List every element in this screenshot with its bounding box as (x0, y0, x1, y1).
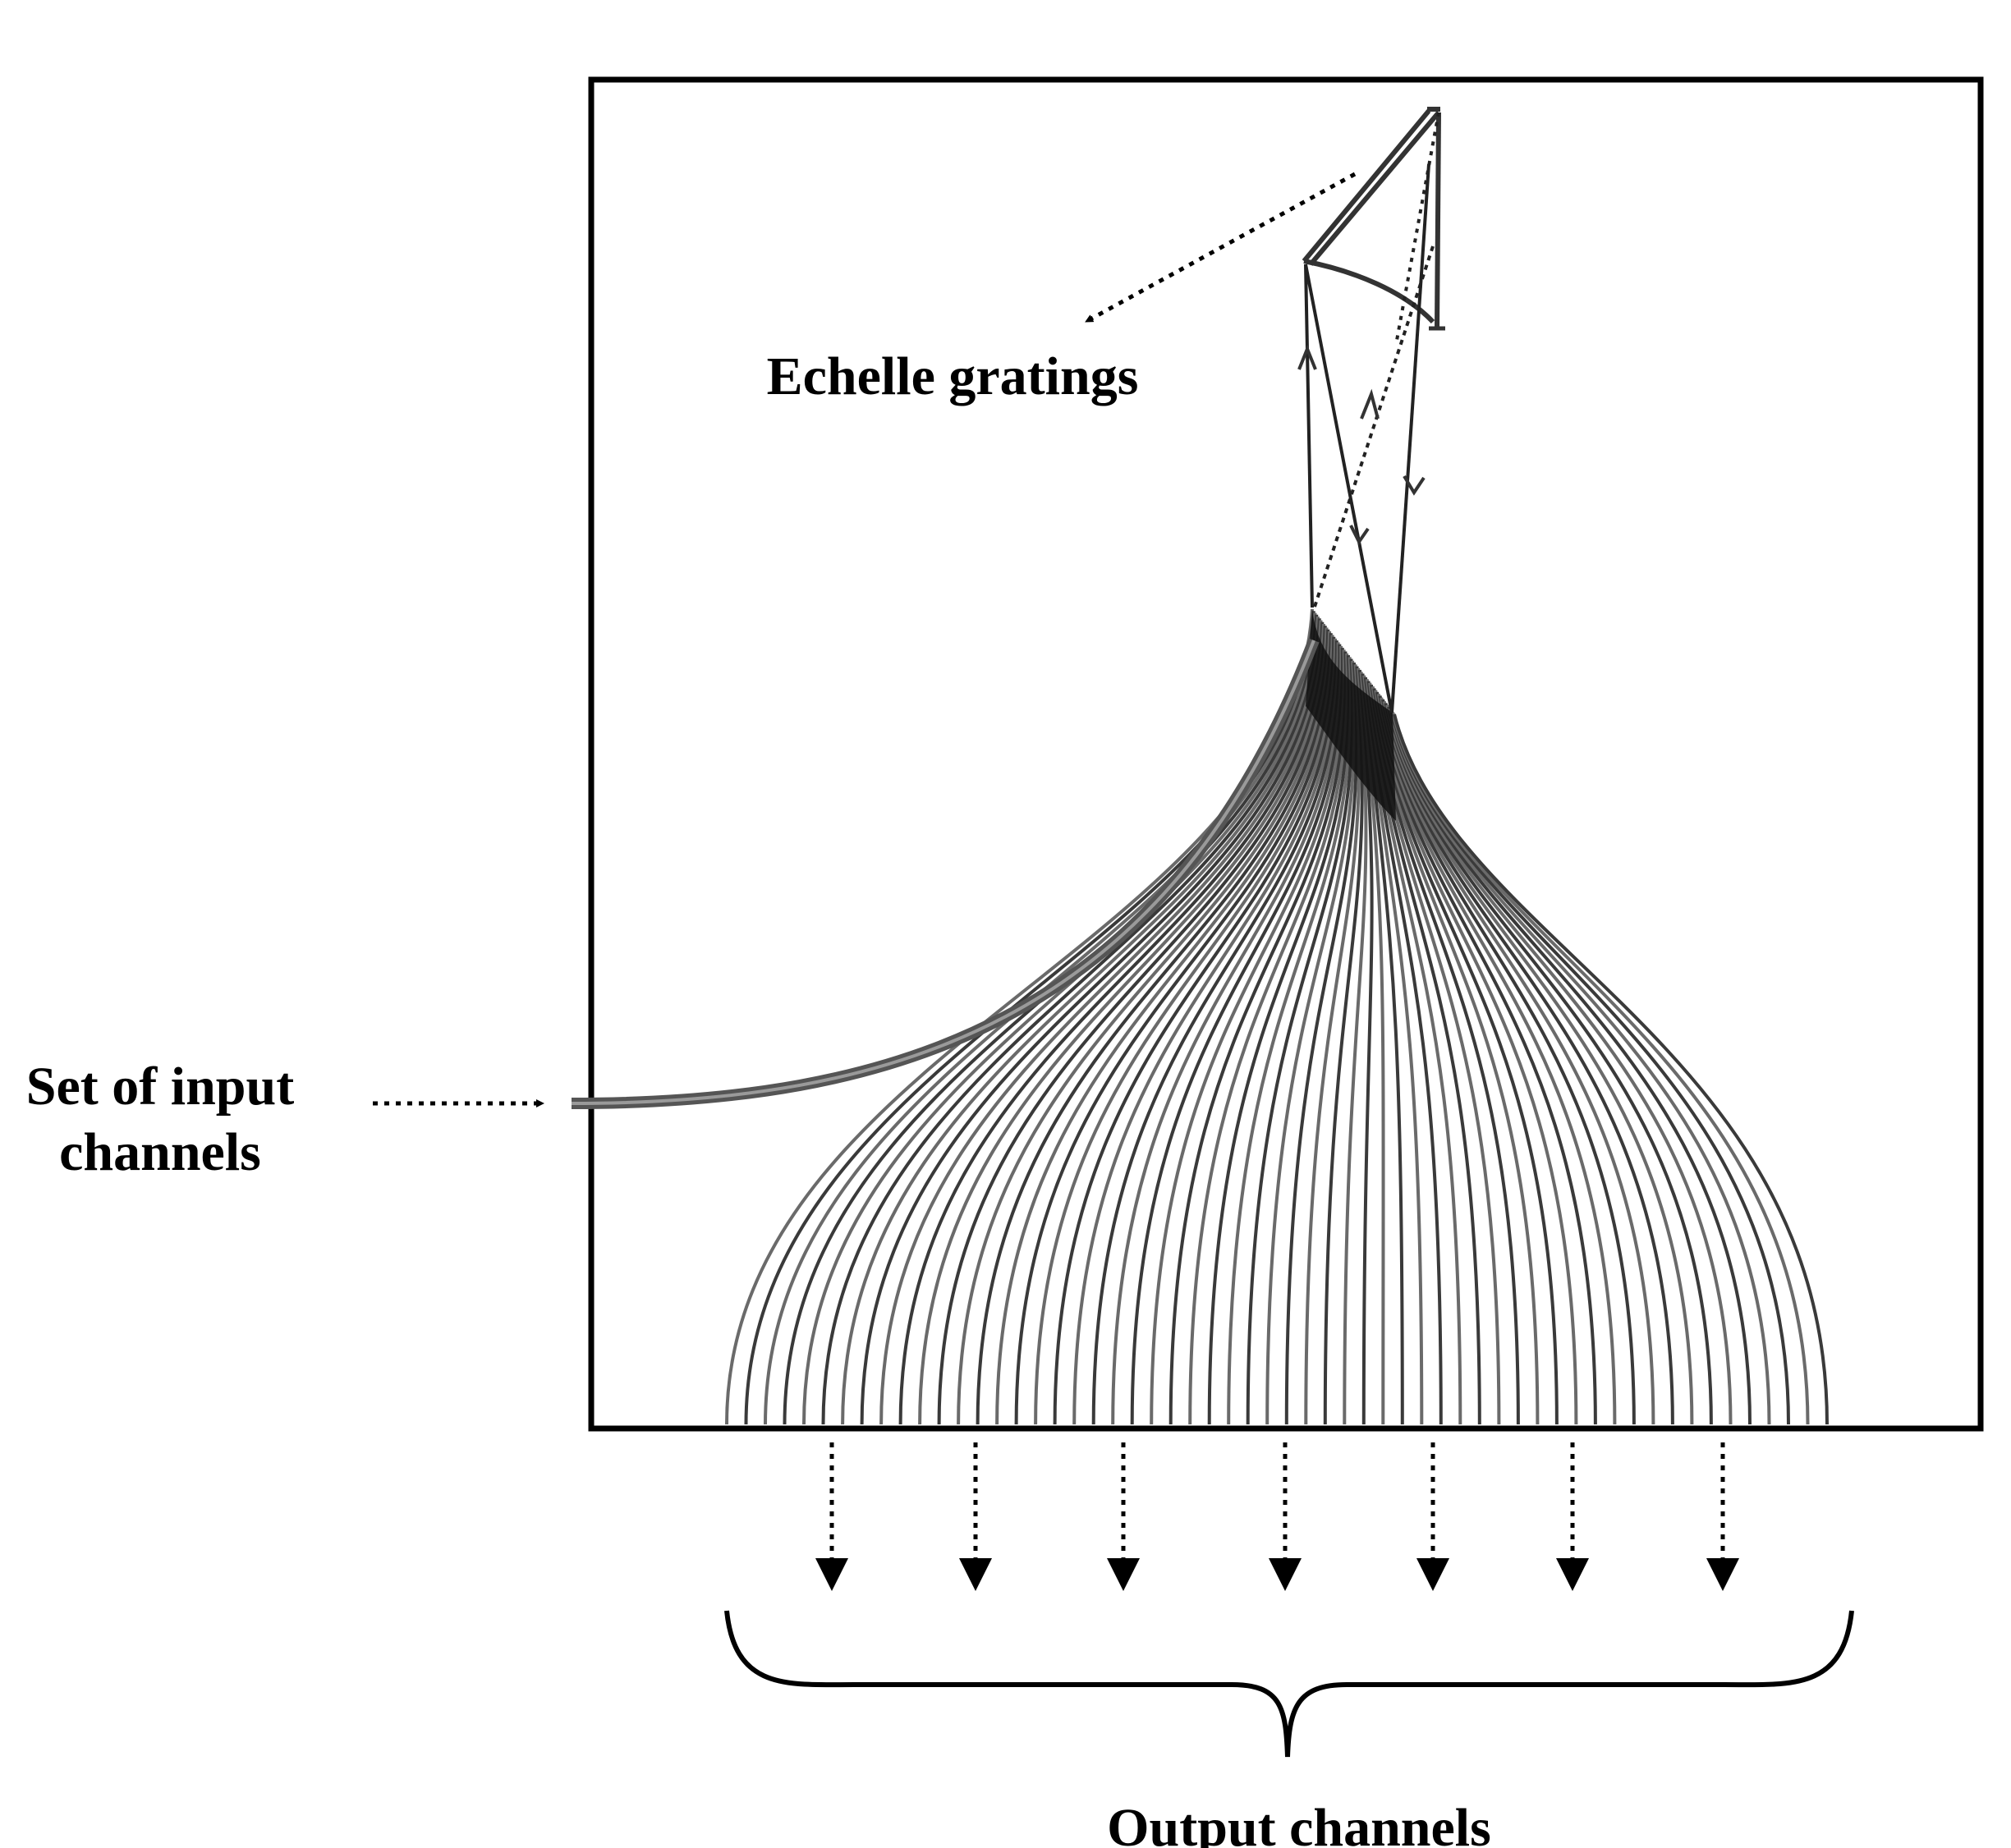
waveguide (1378, 695, 1636, 1425)
waveguide (1393, 713, 1829, 1425)
output-arrowhead (1269, 1558, 1302, 1591)
waveguide (1168, 651, 1348, 1425)
waveguide (1372, 688, 1559, 1425)
echelle-grating (1302, 107, 1445, 331)
ray-direction-arrows (1297, 344, 1426, 545)
waveguide (1150, 649, 1346, 1425)
waveguide (976, 633, 1333, 1425)
echelle-callout-arrow (1084, 172, 1357, 324)
output-waveguide-array (725, 608, 1829, 1425)
waveguide (1388, 708, 1771, 1425)
waveguide (879, 623, 1325, 1425)
waveguide (995, 635, 1334, 1425)
waveguide (1034, 638, 1338, 1425)
waveguide (1384, 703, 1713, 1425)
waveguide (1389, 710, 1790, 1425)
output-channels-label: Output channels (1107, 1798, 1491, 1848)
output-arrowhead (815, 1558, 848, 1591)
chip-boundary (588, 76, 1984, 1432)
waveguide (1227, 657, 1352, 1425)
waveguide (1130, 648, 1344, 1425)
output-brace (724, 1610, 1854, 1758)
waveguide (1391, 712, 1810, 1425)
waveguide (725, 608, 1314, 1425)
waveguide (1375, 691, 1597, 1425)
waveguide (957, 631, 1332, 1425)
output-arrowhead (1416, 1558, 1449, 1591)
waveguide (1376, 693, 1617, 1425)
waveguide (1246, 658, 1355, 1425)
waveguide (1053, 640, 1338, 1425)
input-channel-bundle-core (571, 640, 1315, 1105)
waveguide (1188, 653, 1349, 1425)
input-channels-label-line2: channels (59, 1122, 261, 1182)
input-channels-label-line1: Set of input (26, 1057, 294, 1117)
waveguide (841, 620, 1323, 1425)
waveguide-convergence-region (1306, 609, 1396, 821)
waveguide (802, 616, 1320, 1425)
waveguide (1111, 645, 1343, 1425)
waveguide (1385, 704, 1733, 1425)
output-arrowhead (1706, 1558, 1739, 1591)
output-arrows (815, 1442, 1739, 1591)
waveguide (821, 618, 1321, 1425)
ray-paths (1304, 112, 1440, 713)
waveguide (1387, 706, 1752, 1425)
waveguide (1207, 655, 1351, 1425)
waveguide (918, 627, 1329, 1425)
waveguide (1380, 697, 1655, 1425)
waveguide (898, 626, 1327, 1425)
echelle-gratings-label: Echelle gratings (767, 346, 1139, 406)
waveguide (1382, 700, 1694, 1425)
waveguide (744, 611, 1315, 1425)
waveguide (1072, 642, 1340, 1425)
waveguide (1374, 690, 1578, 1425)
output-arrowhead (1556, 1558, 1589, 1591)
waveguide (860, 621, 1325, 1425)
output-arrowhead (959, 1558, 992, 1591)
waveguide (1381, 699, 1674, 1425)
waveguide (937, 629, 1330, 1425)
waveguide (1091, 644, 1342, 1425)
output-arrowhead (1107, 1558, 1140, 1591)
waveguide (1014, 636, 1336, 1425)
